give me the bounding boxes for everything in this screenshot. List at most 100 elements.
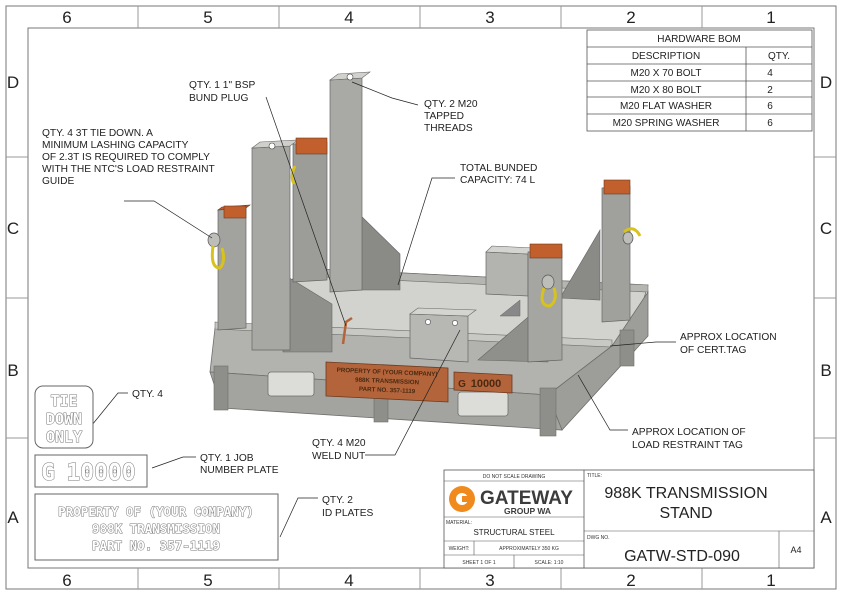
zone-col-label: 2 (626, 8, 635, 27)
tie-down-shackle (290, 165, 297, 185)
base-leg (619, 329, 635, 367)
zone-row-label: C (7, 219, 19, 238)
callout-text: QTY. 2 M20 (424, 99, 478, 110)
zone-row-label: B (820, 361, 831, 380)
callout-text: WITH THE NTC'S LOAD RESTRAINT (42, 164, 215, 175)
tie-down-shackle (207, 232, 226, 270)
zone-row-label: B (7, 361, 18, 380)
bund-plug (341, 316, 353, 345)
title-label: TITLE: (587, 473, 602, 479)
callout-text: THREADS (424, 123, 473, 134)
drawing-title-line: STAND (659, 505, 712, 522)
bom-title: HARDWARE BOM (657, 34, 741, 45)
tapped-thread-hole (346, 73, 354, 81)
id-plate: PROPERTY OF (YOUR COMPANY) 988K TRANSMIS… (34, 493, 279, 561)
id-plate-on-model (325, 361, 449, 403)
upright-post (292, 141, 328, 283)
tie-down-plate-line: ONLY (46, 428, 82, 446)
weld-nut-bracket (409, 313, 469, 363)
bund-right-face (547, 290, 649, 431)
bom-cell-description: M20 SPRING WASHER (613, 118, 720, 129)
callout-text: APPROX LOCATION (680, 332, 777, 343)
upright-post (251, 145, 291, 351)
zone-ticks (6, 6, 836, 589)
callout-text: TOTAL BUNDED (460, 163, 537, 174)
callout-text: QTY. 1 JOB (200, 453, 254, 464)
dwg-no-label: DWG NO. (587, 535, 610, 541)
bom-cell-description: M20 X 70 BOLT (631, 68, 702, 79)
transmission-stand-model: PROPERTY OF (YOUR COMPANY) 988K TRANSMIS… (207, 71, 649, 437)
base-leg (539, 387, 557, 437)
drawing-number: GATW-STD-090 (624, 548, 740, 565)
do-not-scale-note: DO NOT SCALE DRAWING (483, 474, 546, 480)
id-plate-line: PROPERTY OF (YOUR COMPANY) (58, 504, 254, 519)
weight-label: WEIGHT: (449, 546, 470, 552)
zone-col-label: 3 (485, 571, 494, 590)
callout-text: OF CERT.TAG (680, 345, 746, 356)
material-label: MATERIAL: (446, 520, 472, 526)
bom-cell-qty: 6 (767, 118, 773, 129)
callout-text: WELD NUT (312, 451, 365, 462)
tie-down-plate-line: TIE (50, 392, 77, 410)
callout-text: QTY. 4 3T TIE DOWN. A (42, 128, 153, 139)
zone-row-label: A (820, 508, 832, 527)
gateway-g-bar (462, 496, 471, 502)
callout-text: GUIDE (42, 176, 74, 187)
callout-load-restraint-tag: APPROX LOCATION OF LOAD RESTRAINT TAG (632, 427, 746, 451)
callout-text: MINIMUM LASHING CAPACITY (42, 140, 189, 151)
callout-text: OF 2.3T IS REQUIRED TO COMPLY (42, 152, 210, 163)
callout-text: ID PLATES (322, 508, 374, 519)
callout-text: LOAD RESTRAINT TAG (632, 440, 743, 451)
drawing-title-line: 988K TRANSMISSION (604, 485, 767, 502)
callout-text: NUMBER PLATE (200, 465, 279, 476)
model-id-plate-line: PART NO. 357-1119 (359, 386, 416, 395)
callout-bunded-capacity: TOTAL BUNDED CAPACITY: 74 L (460, 163, 537, 186)
material-value: STRUCTURAL STEEL (473, 528, 555, 537)
gusset (499, 299, 521, 317)
bom-header-description: DESCRIPTION (632, 51, 700, 62)
zone-labels-left: D C B A (7, 73, 19, 527)
scale-value: SCALE: 1:10 (535, 560, 564, 566)
gusset (559, 228, 601, 301)
post-cap (603, 179, 631, 195)
job-number-text: 10000 (66, 460, 135, 486)
callout-job-plate: QTY. 1 JOB NUMBER PLATE (200, 453, 279, 476)
bom-header-qty: QTY. (768, 51, 790, 62)
base-leg (213, 365, 229, 411)
callout-text: BUND PLUG (189, 93, 249, 104)
callout-tie-down-plate-qty: QTY. 4 (132, 389, 163, 400)
bom-cell-qty: 6 (767, 101, 773, 112)
job-plate-on-model (453, 371, 513, 394)
zone-labels-right: D C B A (820, 73, 832, 527)
company-subtitle: GROUP WA (504, 506, 551, 516)
zone-col-label: 4 (344, 8, 353, 27)
title-block: DO NOT SCALE DRAWING GATEWAY GROUP WA MA… (443, 469, 815, 569)
callout-text: CAPACITY: 74 L (460, 175, 535, 186)
callout-tie-down: QTY. 4 3T TIE DOWN. A MINIMUM LASHING CA… (42, 128, 215, 187)
callout-text: QTY. 1 1" BSP (189, 80, 255, 91)
upright-post (485, 251, 529, 297)
zone-col-label: 6 (62, 8, 71, 27)
zone-col-label: 5 (203, 571, 212, 590)
callout-bsp-plug: QTY. 1 1" BSP BUND PLUG (189, 80, 255, 104)
model-id-plate-line: 988K TRANSMISSION (355, 377, 420, 387)
upright-post (329, 77, 363, 293)
zone-row-label: C (820, 219, 832, 238)
zone-col-label: 5 (203, 8, 212, 27)
sheet-number: SHEET 1 OF 1 (462, 560, 495, 566)
company-name: GATEWAY (480, 488, 573, 509)
gateway-g-icon: G (41, 460, 55, 486)
post-cap (529, 243, 563, 259)
bom-cell-qty: 4 (767, 68, 773, 79)
zone-col-label: 1 (766, 571, 775, 590)
hardware-bom-table: HARDWARE BOM DESCRIPTION QTY. M20 X 70 B… (586, 29, 813, 132)
zone-labels-top: 6 5 4 3 2 1 (62, 8, 775, 27)
callout-text: TAPPED (424, 111, 464, 122)
upright-post (601, 185, 631, 323)
zone-col-label: 6 (62, 571, 71, 590)
gateway-g-icon: G (458, 379, 466, 390)
weld-nut (452, 320, 458, 326)
gateway-logo: GATEWAY GROUP WA (449, 486, 573, 516)
